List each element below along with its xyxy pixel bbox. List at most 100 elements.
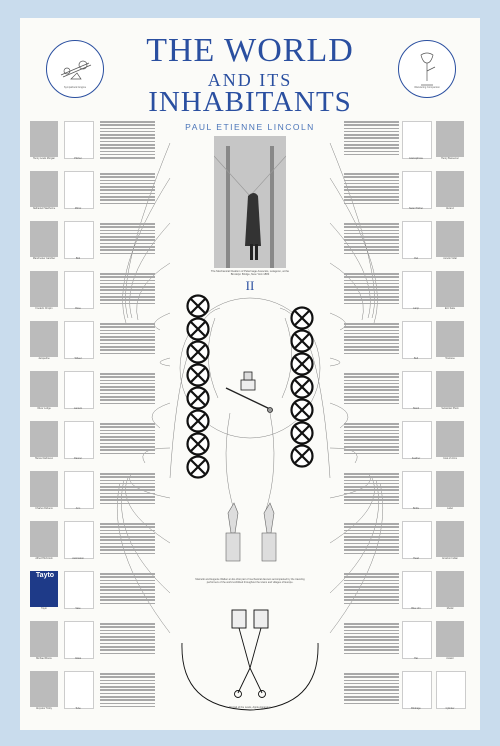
object-photo [64,321,94,359]
text-block [100,523,155,556]
portrait-caption: Nathaniel Hawthorne [32,207,56,210]
object-photo [402,621,432,659]
portrait-photo [436,121,464,157]
object-photo [64,621,94,659]
portrait-photo [30,171,58,207]
medallion-right: Wandering Companion [398,40,456,98]
object-photo [402,471,432,509]
right-row: Head Amazon Indian [402,521,482,565]
object-photo [64,671,94,709]
tayto-photo: Tayto [30,571,58,607]
text-block [100,473,155,506]
object-caption: Birdcage [411,707,421,710]
text-block [344,623,399,656]
portrait-caption: Henry Lewis Morgan [33,157,55,160]
object-photo [402,521,432,559]
object-photo [402,321,432,359]
text-block [100,273,155,306]
portrait-photo [30,221,58,257]
object-photo [402,671,432,709]
text-block [344,473,399,506]
portrait-photo [436,271,464,307]
object-caption: Cylinder [445,707,455,710]
object-photo [64,421,94,459]
apparatus-caption: Portrait of the Lewis, Apple Apparatus [229,706,271,709]
text-block [344,323,399,356]
text-block [100,423,155,456]
connector-diagram [117,142,383,711]
text-block [344,673,399,706]
left-row: Manchester Gambler Bird [30,221,110,265]
text-block [344,573,399,606]
text-block [344,173,399,206]
object-caption: Glass [74,657,82,660]
portrait-caption: Medal [446,607,454,610]
machine-icon [60,60,92,80]
text-block [100,223,155,256]
object-photo [402,571,432,609]
right-ring-column [290,306,314,468]
portrait-caption: Aurelio Vidal [443,257,457,260]
object-photo [402,121,432,159]
object-caption: Head [413,557,419,560]
object-caption: Lamp [413,307,419,310]
title-line-2: AND ITS [207,70,293,90]
object-caption: Bottle [412,507,420,510]
portrait-photo [436,221,464,257]
text-block [344,523,399,556]
text-block [100,573,155,606]
portrait-photo [30,471,58,507]
medallion-left: Sympathetic Engine [46,40,104,98]
portrait-caption: Charles Dickens [35,507,53,510]
object-photo [402,221,432,259]
object-photo [402,171,432,209]
bridge-caption: The Mechanical Dualism of Pelerinage Ass… [210,270,290,277]
object-photo [64,121,94,159]
object-caption: Hat [414,657,418,660]
text-block [100,673,155,709]
right-row: Bottle Label [402,471,482,515]
object-caption: Wheel [74,357,82,360]
portrait-photo [436,521,464,557]
portrait-caption: Manchester Gambler [32,257,56,260]
object-caption: Gramophone [409,157,423,160]
portrait-caption: Michael Moore [36,657,52,660]
portrait-caption: Oliver Lodge [37,407,51,410]
portrait-photo [30,671,58,707]
portrait-caption: Tayto [41,607,47,610]
text-block [344,223,399,256]
portrait-caption: Toulouse [445,357,455,360]
tayto-logo: Tayto [32,571,58,580]
object-caption: Mirror [74,207,82,210]
portrait-photo [436,571,464,607]
left-row: Nathaniel Hawthorne Mirror [30,171,110,215]
portrait-photo [30,121,58,157]
object-caption: Vase [75,607,81,610]
portrait-caption: Label [447,507,453,510]
object-caption: Swan Pitcher [408,207,424,210]
object-caption: Feather [411,457,421,460]
object-caption: Bird [75,257,81,260]
portrait-photo [30,321,58,357]
title-line-1: THE WORLD [146,32,354,69]
object-photo [64,171,94,209]
portrait-caption: Amazon Indian [442,557,458,560]
right-row: Birdcage Cylinder [402,671,482,715]
portrait-caption: Henry Bessemer [441,157,459,160]
portrait-caption: Alfred Hitchcock [35,557,53,560]
dancers-caption: Marcello and Eugenie Walker an Ex-Voto p… [195,578,305,584]
object-caption: Pitcher [74,157,82,160]
object-photo [402,271,432,309]
portrait-caption: Frederic Chopin [35,307,53,310]
text-block [344,423,399,456]
dancer-figures-icon [225,502,277,562]
